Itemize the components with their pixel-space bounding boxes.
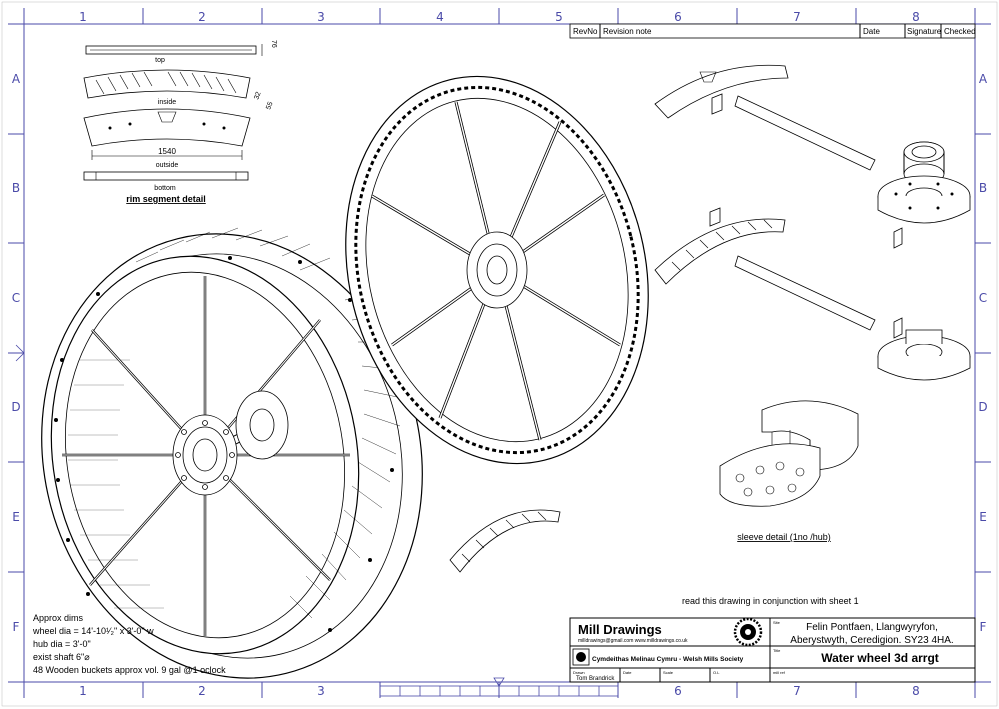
sleeve-detail-label: sleeve detail (1no /hub) bbox=[737, 532, 831, 542]
row-label-right: E bbox=[979, 510, 987, 524]
col-label-bottom: 7 bbox=[793, 684, 801, 698]
buckets-note: 48 Wooden buckets approx vol. 9 gal @1 o… bbox=[33, 665, 226, 675]
col-label-bottom: 3 bbox=[317, 684, 325, 698]
approx-dims-heading: Approx dims bbox=[33, 613, 84, 623]
row-label-left: F bbox=[13, 620, 20, 634]
col-label-bottom: 1 bbox=[79, 684, 87, 698]
society-name: Cymdeithas Melinau Cymru - Welsh Mills S… bbox=[592, 656, 744, 663]
location-line2: Aberystwyth, Ceredigion. SY23 4HA. bbox=[790, 635, 953, 646]
drawn-label: Drawn bbox=[573, 670, 585, 675]
rev-no-header: RevNo bbox=[573, 27, 598, 36]
ol-label: O.L bbox=[713, 670, 720, 675]
row-label-left: C bbox=[12, 291, 20, 305]
checked-header: Checked bbox=[944, 27, 976, 36]
centre-ruler bbox=[15, 344, 619, 697]
drawing-title: Water wheel 3d arrgt bbox=[821, 651, 939, 665]
date-label: Date bbox=[623, 670, 632, 675]
water-wheel-exploded bbox=[345, 75, 649, 465]
site-label: Site bbox=[773, 620, 781, 625]
row-label-left: D bbox=[11, 400, 20, 414]
signature-header: Signature bbox=[907, 27, 942, 36]
col-label-bottom: 8 bbox=[912, 684, 920, 698]
company-name: Mill Drawings bbox=[578, 622, 662, 637]
row-label-left: E bbox=[12, 510, 20, 524]
rim-segment-detail: 76 top inside 32 55 1540 outside bottom … bbox=[83, 40, 277, 204]
row-label-right: C bbox=[979, 291, 987, 305]
title-block: Mill Drawings milldrawings@gmail.com www… bbox=[569, 617, 976, 683]
label-bottom: bottom bbox=[154, 185, 176, 192]
col-label-top: 2 bbox=[198, 10, 206, 24]
hub-dia-note: hub dia = 3'-0" bbox=[33, 639, 91, 649]
row-label-right: D bbox=[978, 400, 987, 414]
row-label-right: F bbox=[980, 620, 987, 634]
col-label-top: 8 bbox=[912, 10, 920, 24]
drawn-by: Tom Brandrick bbox=[576, 676, 615, 682]
grid-labels: 1 2 3 4 5 6 7 8 1 2 3 6 7 8 A B C D E F … bbox=[11, 10, 988, 698]
gear-logo-icon bbox=[733, 617, 763, 647]
wheel-dia-note: wheel dia = 14'-10¹⁄₂" x 3'-0" w bbox=[32, 626, 154, 636]
hub-components: sleeve detail (1no /hub) bbox=[719, 141, 971, 542]
label-outside: outside bbox=[156, 162, 179, 169]
exploded-parts bbox=[449, 64, 876, 573]
sheet-note: read this drawing in conjunction with sh… bbox=[682, 596, 859, 606]
dim-55: 55 bbox=[265, 101, 274, 111]
row-label-left: B bbox=[12, 181, 20, 195]
mill-ref-label: mill ref bbox=[773, 670, 786, 675]
col-label-top: 1 bbox=[79, 10, 87, 24]
col-label-bottom: 6 bbox=[674, 684, 682, 698]
revision-note-header: Revision note bbox=[603, 27, 652, 36]
row-label-left: A bbox=[12, 72, 21, 86]
label-top: top bbox=[155, 57, 165, 64]
society-logo-icon bbox=[572, 648, 590, 666]
row-label-right: A bbox=[979, 72, 988, 86]
dim-32: 32 bbox=[253, 91, 262, 101]
col-label-top: 5 bbox=[555, 10, 563, 24]
row-label-right: B bbox=[979, 181, 987, 195]
col-label-top: 7 bbox=[793, 10, 801, 24]
shaft-note: exist shaft 6"⌀ bbox=[33, 652, 90, 662]
revision-table: RevNo Revision note Date Signature Check… bbox=[569, 23, 976, 39]
col-label-top: 6 bbox=[674, 10, 682, 24]
approx-dims: Approx dims wheel dia = 14'-10¹⁄₂" x 3'-… bbox=[32, 613, 226, 675]
location-line1: Felin Pontfaen, Llangwyryfon, bbox=[806, 622, 938, 633]
title-label: Title bbox=[773, 648, 781, 653]
col-label-bottom: 2 bbox=[198, 684, 206, 698]
col-label-top: 3 bbox=[317, 10, 325, 24]
label-inside: inside bbox=[158, 99, 176, 106]
scale-label: Scale bbox=[663, 670, 674, 675]
dim-76: 76 bbox=[270, 40, 277, 48]
rim-detail-title: rim segment detail bbox=[126, 194, 206, 204]
company-contact: milldrawings@gmail.com www.milldrawings.… bbox=[578, 638, 688, 644]
col-label-top: 4 bbox=[436, 10, 444, 24]
date-header: Date bbox=[863, 27, 880, 36]
dim-1540: 1540 bbox=[158, 147, 176, 156]
water-wheel-assembled bbox=[41, 227, 423, 679]
